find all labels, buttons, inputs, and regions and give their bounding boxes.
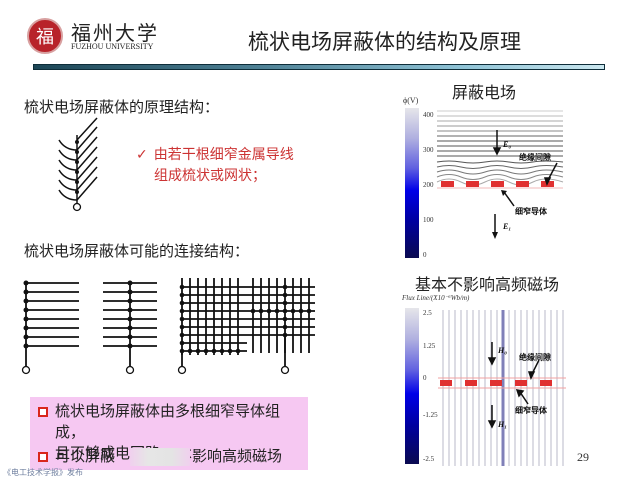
slide-title: 梳状电场屏蔽体的结构及原理 [248, 30, 521, 54]
h1-label: H₁ [498, 420, 508, 429]
h0-label: H₀ [498, 346, 508, 355]
potential-color-scale [405, 108, 419, 258]
summary-box: 梳状电场屏蔽体由多根细窄导体组成， 且不够成电回路 可以屏蔽不影响高频磁场 [30, 397, 308, 470]
structure-comb-side [25, 282, 79, 366]
tick-0: 0 [423, 251, 427, 259]
tick-neg-2-5: -2.5 [423, 455, 435, 463]
e1-label: E₁ [503, 222, 512, 231]
magnetic-figure-title: 基本不影响高频磁场 [415, 275, 560, 294]
summary-item-2: 可以屏蔽 不影响高频磁场 [55, 446, 282, 467]
university-name-en: FUZHOU UNIVERSITY [71, 42, 154, 51]
tick-200: 200 [423, 181, 434, 189]
comb-principle-diagram [58, 117, 98, 212]
flux-color-scale [405, 308, 419, 464]
conductor-pointer-arrow [501, 190, 515, 207]
tick-neg-1-25: -1.25 [423, 411, 438, 419]
magnetic-field-plot [438, 310, 566, 466]
structure-note: ✓ 由若干根细窄金属导线 组成梳状或网状； [136, 145, 294, 187]
square-bullet-icon [38, 407, 48, 417]
electric-figure-title: 屏蔽电场 [452, 83, 517, 102]
tick-2-5: 2.5 [423, 309, 432, 317]
page-number: 29 [577, 450, 589, 464]
tick-1-25: 1.25 [423, 342, 436, 350]
connection-heading: 梳状电场屏蔽体可能的连接结构： [24, 242, 250, 260]
header-divider-bar [33, 64, 605, 70]
note-line-1: 由若干根细窄金属导线 [153, 147, 294, 163]
summary-item-1-line-1: 梳状电场屏蔽体由多根细窄导体组成， [55, 402, 281, 441]
square-bullet-icon [38, 452, 48, 462]
electric-gap-label: 绝缘间隙 [519, 153, 551, 162]
note-line-2: 组成梳状或网状； [154, 168, 266, 184]
checkmark-icon: ✓ [136, 147, 148, 163]
flux-scale-label: Flux Line/(X10⁻⁶Wb/m) [402, 294, 470, 302]
source-credit: 《电工技术学报》发布 [3, 468, 83, 477]
seal-character: 福 [36, 27, 54, 48]
tick-400: 400 [423, 111, 434, 119]
e0-label: E₀ [503, 140, 512, 149]
summary-item-2-part-1: 可以屏蔽 [55, 447, 116, 465]
magnetic-conductor-label: 细窄导体 [515, 406, 547, 415]
electric-conductor-label: 细窄导体 [515, 207, 547, 216]
tick-100: 100 [423, 216, 434, 224]
electric-field-plot [436, 110, 564, 189]
potential-scale-label: ϕ(V) [403, 96, 419, 105]
watermark-blur [130, 448, 190, 466]
university-name-cn: 福州大学 [71, 21, 159, 45]
tick-300: 300 [423, 146, 434, 154]
e1-arrow-icon [492, 214, 498, 239]
magnetic-gap-label: 绝缘间隙 [519, 353, 551, 362]
principle-heading: 梳状电场屏蔽体的原理结构： [24, 98, 220, 116]
connection-structure-diagrams [21, 278, 315, 375]
university-seal-logo: 福 [27, 18, 63, 54]
summary-item-2-part-2: 不影响高频磁场 [177, 447, 283, 465]
tick-0-flux: 0 [423, 374, 427, 382]
